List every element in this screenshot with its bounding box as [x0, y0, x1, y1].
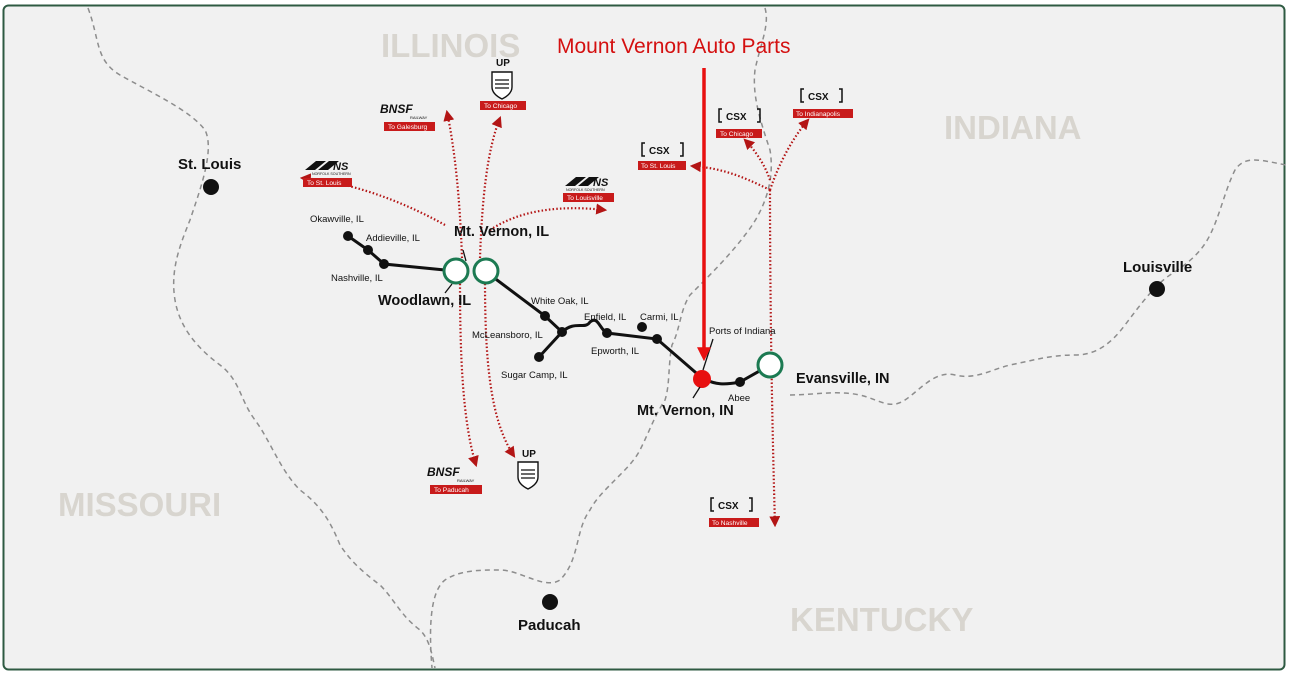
connection-csx-st-louis: CSX To St. Louis	[638, 142, 686, 170]
city-label-st-louis: St. Louis	[178, 156, 241, 173]
connection-tag-label: To St. Louis	[307, 180, 342, 187]
hub-label-woodlawn: Woodlawn, IL	[378, 293, 471, 309]
csx-bracket-icon	[710, 497, 753, 512]
up-shield-icon	[491, 71, 513, 100]
bnsf-logo: BNSF	[380, 102, 413, 116]
connection-tag-label: To Indianapolis	[796, 111, 841, 118]
csx-logo: CSX	[718, 501, 739, 512]
connection-tag-label: To Chicago	[484, 103, 517, 110]
state-label-kentucky: KENTUCKY	[790, 601, 973, 638]
hub-marker-evansville[interactable]	[756, 351, 784, 379]
station-dot-sugar-camp	[534, 352, 544, 362]
connection-tag-bg	[638, 161, 686, 170]
station-label-ports-of-indiana: Ports of Indiana	[709, 326, 776, 337]
connection-tag-label: To Louisville	[567, 195, 603, 202]
station-label-enfield: Enfield, IL	[584, 312, 626, 323]
connection-tag-bg	[709, 518, 759, 527]
hub-label-mt-vernon-il: Mt. Vernon, IL	[454, 224, 549, 240]
connection-tag-bg	[793, 109, 853, 118]
up-logo: UP	[522, 449, 536, 460]
connection-up-south: UP	[517, 449, 539, 490]
ns-logo: NS	[333, 161, 349, 173]
connection-tag-label: To Paducah	[434, 487, 469, 494]
bnsf-logo: BNSF	[427, 465, 460, 479]
bnsf-logo-sub: RAILWAY	[410, 115, 428, 120]
csx-bracket-icon	[641, 142, 684, 157]
station-dot-white-oak	[540, 311, 550, 321]
ns-logo: NS	[593, 177, 609, 189]
connection-tag-bg	[480, 101, 526, 110]
station-label-addieville: Addieville, IL	[366, 233, 420, 244]
station-label-abee: Abee	[728, 393, 750, 404]
connection-csx-chicago: CSX To Chicago	[716, 108, 762, 138]
up-shield-icon	[517, 461, 539, 490]
connection-ns-louisville: NS NORFOLK SOUTHERN To Louisville	[563, 177, 614, 202]
connection-csx-nashville: CSX To Nashville	[709, 497, 759, 527]
station-dot-okawville	[343, 231, 353, 241]
up-logo: UP	[496, 58, 510, 69]
hub-marker-mt-vernon-il[interactable]	[472, 257, 500, 285]
connection-csx-indianapolis: CSX To Indianapolis	[793, 88, 853, 118]
state-borders	[87, 7, 1287, 669]
connection-bnsf-galesburg: BNSF RAILWAY To Galesburg	[380, 102, 435, 131]
connection-tag-label: To Nashville	[712, 520, 748, 527]
state-label-missouri: MISSOURI	[58, 486, 221, 523]
hub-label-mt-vernon-in: Mt. Vernon, IN	[637, 403, 734, 419]
station-dot-nashville	[379, 259, 389, 269]
station-label-carmi: Carmi, IL	[640, 312, 679, 323]
station-label-white-oak: White Oak, IL	[531, 296, 589, 307]
station-dot-mcleansboro	[557, 327, 567, 337]
station-dots	[343, 231, 745, 387]
connection-tag-bg	[430, 485, 482, 494]
csx-logo: CSX	[808, 92, 829, 103]
station-dot-addieville	[363, 245, 373, 255]
connection-tag-bg	[303, 178, 352, 187]
connection-up-chicago: UP To Chicago	[480, 58, 526, 110]
station-dot-enfield	[602, 328, 612, 338]
connection-tag-label: To St. Louis	[641, 163, 676, 170]
station-dot-carmi	[637, 322, 647, 332]
hub-label-evansville: Evansville, IN	[796, 371, 890, 387]
state-label-indiana: INDIANA	[944, 109, 1082, 146]
station-label-mcleansboro: McLeansboro, IL	[472, 330, 543, 341]
city-dot-paducah	[542, 594, 558, 610]
csx-bracket-icon	[718, 108, 761, 123]
station-label-okawville: Okawville, IL	[310, 214, 364, 225]
ns-logo-sub: NORFOLK SOUTHERN	[566, 188, 605, 192]
bnsf-logo-sub: RAILWAY	[457, 478, 475, 483]
ns-logo-icon	[305, 161, 339, 170]
station-dot-abee	[735, 377, 745, 387]
connection-tag-bg	[716, 129, 762, 138]
leader-lines	[444, 249, 714, 399]
station-label-nashville: Nashville, IL	[331, 273, 383, 284]
state-label-illinois: ILLINOIS	[381, 27, 520, 64]
connection-tag-bg	[563, 193, 614, 202]
connection-ns-st-louis: NS NORFOLK SOUTHERN To St. Louis	[303, 161, 352, 187]
connection-tag-label: To Galesburg	[388, 124, 428, 131]
ns-logo-icon	[565, 177, 599, 186]
city-dot-louisville	[1149, 281, 1165, 297]
ns-logo-sub: NORFOLK SOUTHERN	[312, 172, 351, 176]
station-dot-epworth	[652, 334, 662, 344]
connection-tag-bg	[384, 122, 435, 131]
csx-logo: CSX	[649, 146, 670, 157]
map-title: Mount Vernon Auto Parts	[557, 35, 790, 58]
connection-bnsf-paducah: BNSF RAILWAY To Paducah	[427, 465, 482, 494]
city-label-paducah: Paducah	[518, 617, 581, 634]
city-dot-st-louis	[203, 179, 219, 195]
auto-parts-location-marker[interactable]	[693, 370, 711, 388]
city-label-louisville: Louisville	[1123, 259, 1192, 276]
csx-logo: CSX	[726, 112, 747, 123]
station-label-epworth: Epworth, IL	[591, 346, 639, 357]
connection-tag-label: To Chicago	[720, 131, 753, 138]
csx-bracket-icon	[800, 88, 843, 103]
main-rail-line	[347, 234, 771, 386]
station-label-sugar-camp: Sugar Camp, IL	[501, 370, 568, 381]
interchange-routes	[299, 109, 810, 528]
hub-marker-woodlawn[interactable]	[442, 257, 470, 285]
